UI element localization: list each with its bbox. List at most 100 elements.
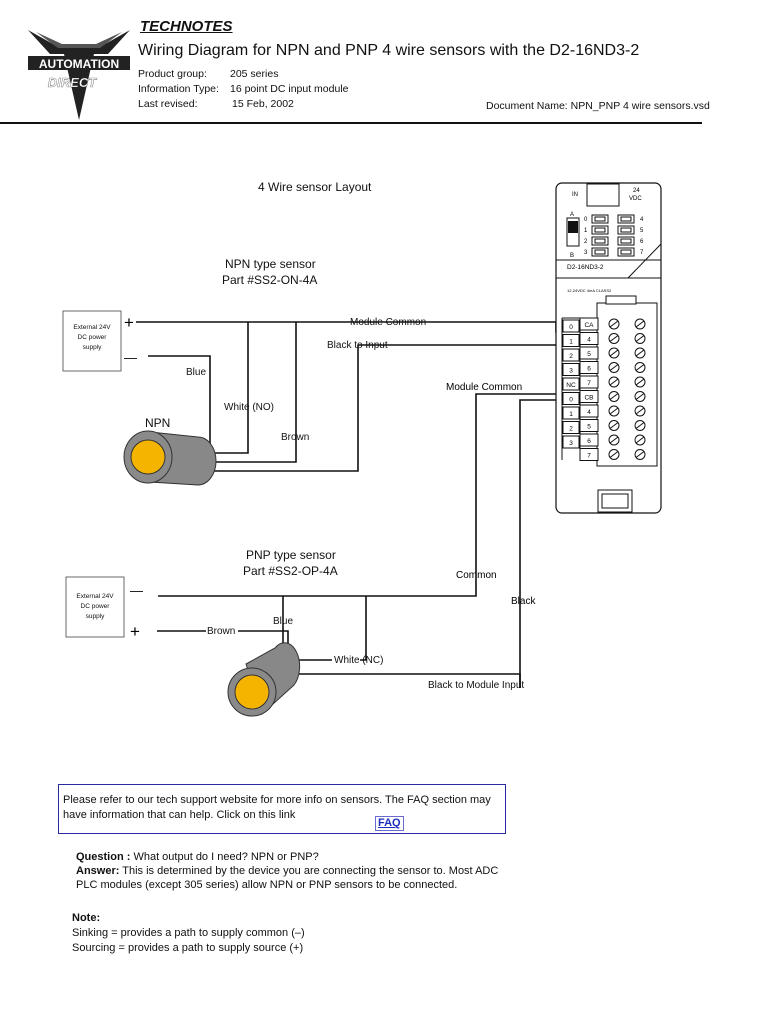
led-label-left: 1 (584, 228, 588, 234)
terminal-label-box-left (562, 334, 580, 347)
terminal-label-left: NC (566, 382, 576, 389)
product-group-value: 205 series (230, 68, 279, 80)
module-in-label: IN (572, 192, 578, 198)
terminal-label-left: 1 (569, 411, 573, 418)
terminal-label-box-left (562, 421, 580, 434)
answer-text: This is determined by the device you are… (119, 865, 499, 877)
logo-line2: DIRECT (48, 75, 97, 90)
note-section: Note: Sinking = provides a path to suppl… (72, 911, 305, 956)
info-text: Please refer to our tech support website… (63, 794, 491, 821)
led-label-right: 5 (640, 228, 644, 234)
label-blue-npn: Blue (186, 367, 206, 378)
npn-supply-line3: supply (83, 344, 103, 351)
label-npn: NPN (145, 416, 170, 430)
module-small-text: 12-24VDC 4mA CLASS2 (567, 288, 612, 293)
layout-title: 4 Wire sensor Layout (258, 180, 372, 194)
led-label-left: 3 (584, 250, 588, 256)
terminal-label-box-right (579, 448, 599, 461)
terminal-label-right: 5 (587, 424, 591, 431)
last-revised-value: 15 Feb, 2002 (232, 98, 294, 110)
terminal-label-box-left (562, 348, 580, 362)
npn-plus-sign: + (124, 313, 134, 332)
header-rule (0, 122, 702, 124)
pnp-minus-sign: — (130, 583, 143, 598)
label-white-nc: White (NC) (334, 655, 383, 666)
pnp-plus-sign: + (130, 622, 140, 641)
led-label-right: 4 (640, 217, 644, 223)
led-label-left: 0 (584, 217, 588, 223)
terminal-label-right: 7 (587, 380, 591, 387)
terminal-label-box-right (579, 433, 599, 447)
document-title-text: Wiring Diagram for NPN and PNP 4 wire se… (138, 42, 545, 59)
label-module-common-1: Module Common (350, 317, 426, 328)
note-sourcing: Sourcing = provides a path to supply sou… (72, 942, 304, 954)
module-vdc-label1: 24 (633, 188, 640, 194)
npn-supply-line1: External 24V (73, 324, 111, 331)
label-black-to-input: Black to Input (327, 340, 388, 351)
module-model-label: D2-16ND3-2 (567, 264, 604, 271)
qa-section: Question : What output do I need? NPN or… (76, 850, 498, 892)
npn-supply-line2: DC power (78, 334, 108, 341)
terminal-label-box-left (562, 406, 580, 420)
answer-line: Answer: This is determined by the device… (76, 864, 498, 878)
answer-text-2: PLC modules (except 305 series) allow NP… (76, 879, 458, 891)
label-white-no: White (NO) (224, 402, 274, 413)
terminal-label-left: 0 (569, 397, 573, 404)
question-label: Question : (76, 851, 131, 863)
npn-title: NPN type sensor (225, 257, 316, 271)
terminal-label-box-left (562, 363, 580, 376)
document-title-model: D2-16ND3-2 (549, 42, 640, 59)
terminal-label-box-right (579, 361, 599, 374)
pnp-title: PNP type sensor (246, 548, 336, 562)
terminal-label-left: 1 (569, 339, 573, 346)
terminal-label-box-left (562, 377, 580, 391)
note-sinking: Sinking = provides a path to supply comm… (72, 927, 305, 939)
terminal-label-left: 0 (569, 324, 573, 331)
module-b-label: B (570, 253, 574, 259)
last-revised-label: Last revised: (138, 98, 198, 110)
label-black-to-module-input: Black to Module Input (428, 680, 524, 691)
question-text: What output do I need? NPN or PNP? (130, 851, 319, 863)
led-label-right: 6 (640, 239, 644, 245)
terminal-label-box-left (562, 319, 580, 333)
terminal-label-right: 4 (587, 409, 591, 416)
npn-sensor (123, 430, 217, 486)
pnp-power-supply-box (65, 576, 125, 638)
terminal-label-box-right (579, 390, 599, 403)
led-label-right: 7 (640, 250, 644, 256)
technotes-heading: TECHNOTES (140, 18, 233, 35)
note-label: Note: (72, 912, 101, 924)
pnp-supply-line3: supply (86, 613, 106, 620)
npn-minus-sign: — (124, 350, 137, 365)
terminal-label-box-left (562, 392, 580, 405)
led-label-left: 2 (584, 239, 588, 245)
pnp-supply-line2: DC power (81, 603, 111, 610)
pnp-supply-line1: External 24V (76, 593, 114, 600)
label-module-common-2: Module Common (446, 382, 522, 393)
npn-part: Part #SS2-ON-4A (222, 273, 317, 287)
logo-line1: AUTOMATION (39, 57, 119, 71)
terminal-label-right: 6 (587, 366, 591, 373)
terminal-label-box-right (579, 419, 599, 432)
document-name: Document Name: NPN_PNP 4 wire sensors.vs… (486, 100, 710, 112)
terminal-label-box-right (579, 375, 599, 389)
pnp-sensor (227, 642, 301, 717)
pnp-wires (157, 545, 521, 688)
terminal-label-left: 3 (569, 368, 573, 375)
terminal-label-left: 2 (569, 426, 573, 433)
info-type-value: 16 point DC input module (230, 83, 349, 95)
logo-suffix: .com (99, 83, 112, 89)
module-vdc-label2: VDC (629, 196, 642, 202)
label-brown-npn: Brown (281, 432, 309, 443)
terminal-label-box-right (579, 404, 599, 418)
faq-link[interactable]: FAQ (375, 816, 404, 831)
document-title: Wiring Diagram for NPN and PNP 4 wire se… (138, 42, 639, 60)
terminal-label-right: 6 (587, 438, 591, 445)
label-black: Black (511, 596, 536, 607)
terminal-label-box-right (579, 317, 599, 331)
terminal-label-right: CA (584, 322, 594, 329)
terminal-label-left: 3 (569, 440, 573, 447)
terminal-label-box-right (579, 332, 599, 345)
